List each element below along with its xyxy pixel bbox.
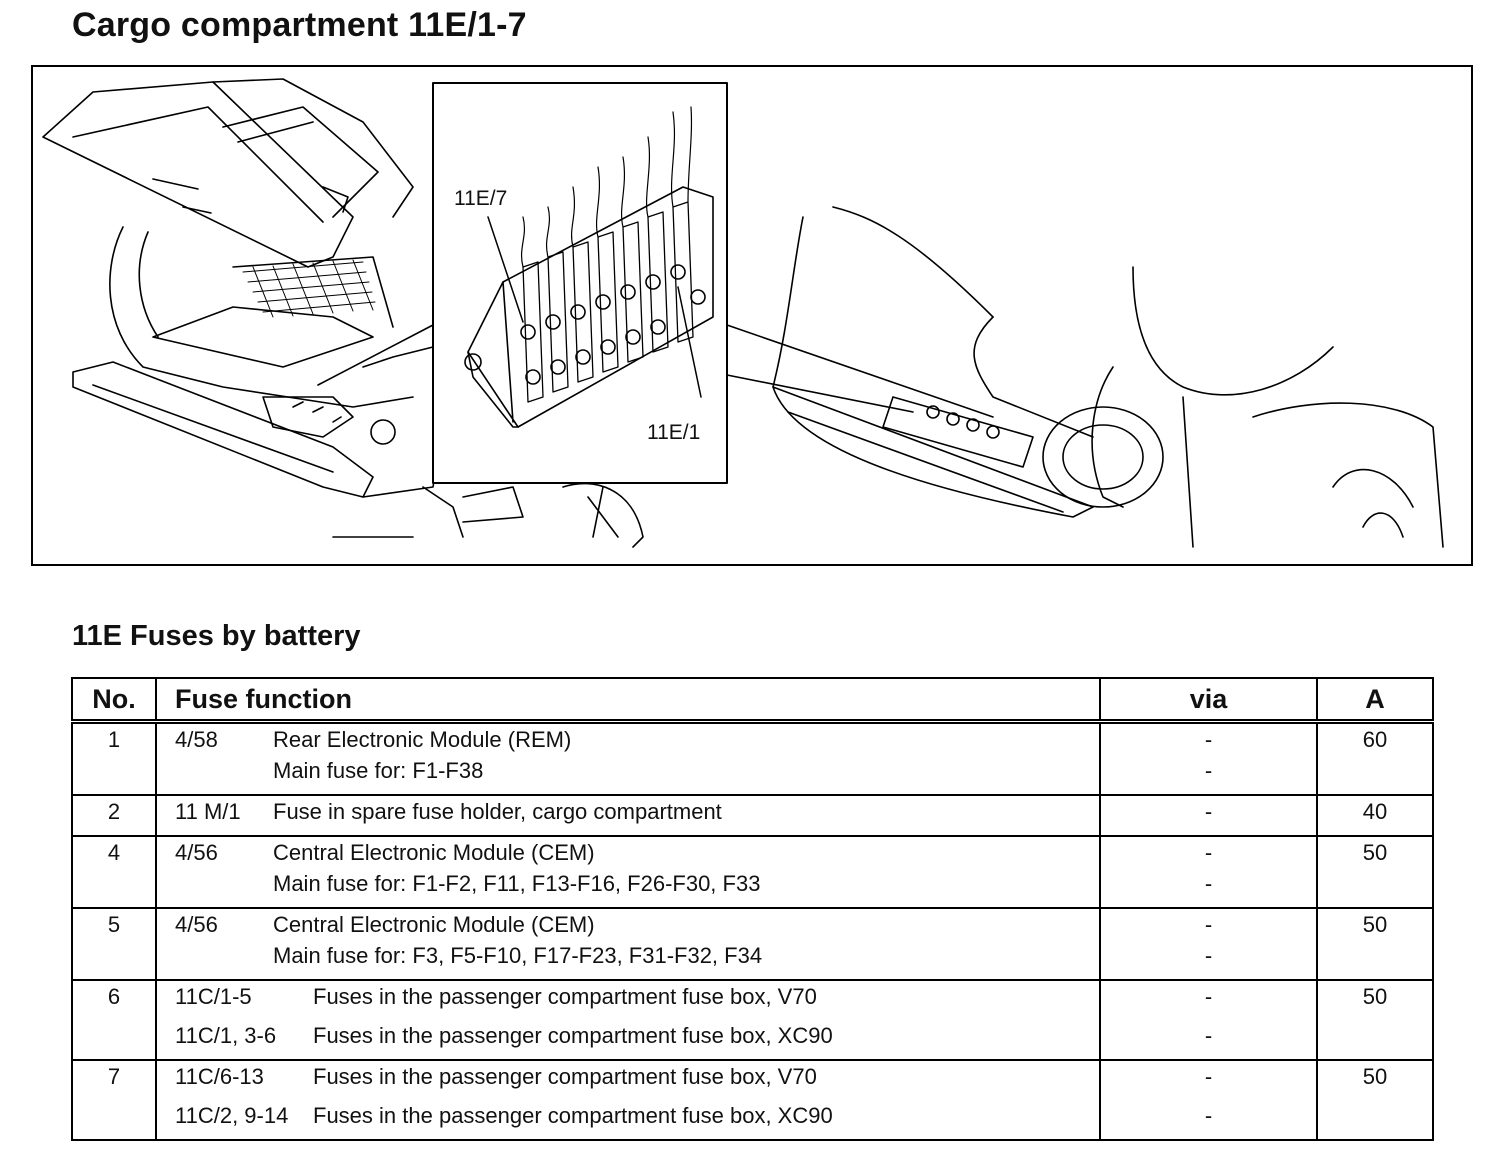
fuse-description: Fuse in spare fuse holder, cargo compart…	[273, 799, 722, 824]
table-row: 1 4/58 Rear Electronic Module (REM) Main …	[72, 721, 1433, 795]
via-value: -	[1204, 758, 1213, 783]
fuse-reference: 4/58	[175, 727, 218, 752]
header-via: via	[1099, 678, 1317, 724]
fuse-number: 6	[107, 984, 121, 1009]
amperage-value: 40	[1362, 799, 1388, 824]
via-value: -	[1204, 1103, 1213, 1128]
spare-fuse-area-drawing	[772, 206, 1444, 548]
fuse-description: Fuses in the passenger compartment fuse …	[313, 1023, 833, 1048]
fuse-description: Central Electronic Module (CEM)	[273, 912, 595, 937]
fuse-reference: 11C/6-13	[175, 1064, 264, 1089]
car-rear-drawing	[42, 78, 644, 548]
via-value: -	[1204, 984, 1213, 1009]
fuse-reference: 11 M/1	[175, 799, 241, 824]
fuse-description: Main fuse for: F1-F38	[273, 758, 484, 783]
header-fuse-function: Fuse function	[155, 678, 1100, 724]
line-drawing	[42, 78, 1444, 548]
fuse-reference: 11C/1-5	[175, 984, 252, 1009]
table-row: 4 4/56 Central Electronic Module (CEM) Ma…	[72, 836, 1433, 908]
table-row: 2 11 M/1 Fuse in spare fuse holder, cargo…	[72, 795, 1433, 836]
fuse-number: 5	[107, 912, 121, 937]
fuse-description: Fuses in the passenger compartment fuse …	[313, 1064, 817, 1089]
fuse-number: 4	[107, 840, 121, 865]
header-no: No.	[72, 678, 156, 724]
via-value: -	[1204, 1023, 1213, 1048]
table-row: 5 4/56 Central Electronic Module (CEM) Ma…	[72, 908, 1433, 980]
amperage-value: 50	[1362, 984, 1388, 1009]
fuse-description: Main fuse for: F3, F5-F10, F17-F23, F31-…	[273, 943, 763, 968]
cargo-compartment-illustration: 11E/7 11E/1	[31, 65, 1473, 566]
page-title: Cargo compartment 11E/1-7	[72, 6, 527, 44]
table-header: No. Fuse function via A	[72, 678, 1433, 724]
fuse-reference: 4/56	[175, 912, 218, 937]
fuse-reference: 11C/1, 3-6	[175, 1023, 277, 1048]
fuse-number: 1	[107, 727, 121, 752]
fuse-reference: 11C/2, 9-14	[175, 1103, 289, 1128]
fuse-description: Rear Electronic Module (REM)	[273, 727, 572, 752]
amperage-value: 60	[1362, 727, 1388, 752]
fuse-box-detail	[464, 106, 714, 428]
fuse-table: No. Fuse function via A 1 4/58 Rear Elect…	[71, 677, 1434, 1141]
amperage-value: 50	[1362, 840, 1388, 865]
fuse-description: Fuses in the passenger compartment fuse …	[313, 1103, 833, 1128]
via-value: -	[1204, 840, 1213, 865]
fuse-description: Main fuse for: F1-F2, F11, F13-F16, F26-…	[273, 871, 761, 896]
fuse-description: Fuses in the passenger compartment fuse …	[313, 984, 817, 1009]
fuse-number: 7	[107, 1064, 121, 1089]
callout-11e-7: 11E/7	[454, 187, 508, 210]
via-value: -	[1204, 943, 1213, 968]
header-amperage: A	[1316, 678, 1433, 724]
via-value: -	[1204, 1064, 1213, 1089]
section-title: 11E Fuses by battery	[72, 620, 361, 652]
via-value: -	[1204, 799, 1213, 824]
amperage-value: 50	[1362, 912, 1388, 937]
amperage-value: 50	[1362, 1064, 1388, 1089]
via-value: -	[1204, 727, 1213, 752]
via-value: -	[1204, 871, 1213, 896]
via-value: -	[1204, 912, 1213, 937]
fuse-reference: 4/56	[175, 840, 218, 865]
callout-11e-1: 11E/1	[647, 421, 701, 444]
fuse-description: Central Electronic Module (CEM)	[273, 840, 595, 865]
fuse-number: 2	[107, 799, 121, 824]
